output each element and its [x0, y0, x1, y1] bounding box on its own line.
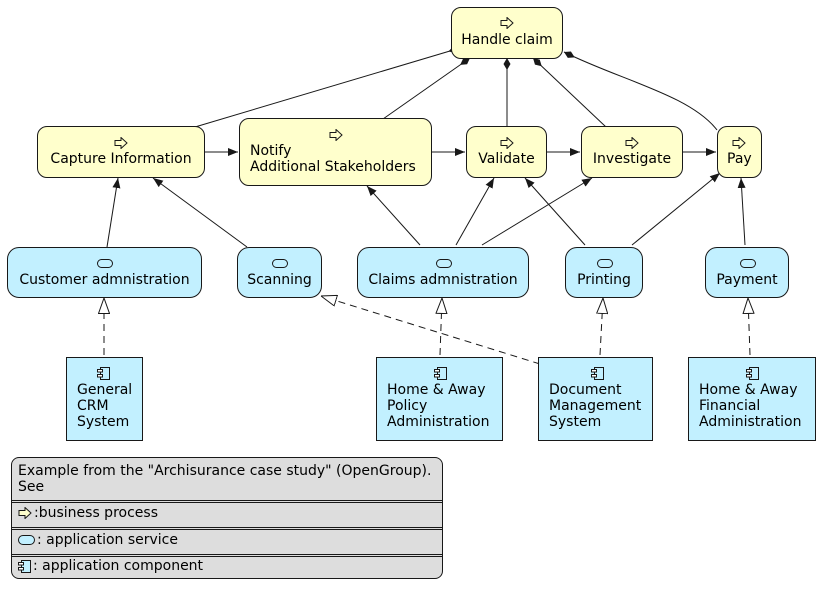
claims-administration-service[interactable]: Claims admnistration	[357, 247, 529, 298]
document-management-component[interactable]: Document Management System	[538, 357, 653, 441]
legend-divider	[12, 527, 442, 530]
process-arrow-icon	[329, 129, 343, 141]
composition-edge-notify	[382, 57, 471, 120]
component-icon	[18, 559, 31, 573]
process-arrow-icon	[625, 137, 639, 149]
payment-label: Payment	[716, 272, 778, 288]
investigate-label: Investigate	[592, 151, 672, 167]
realization-edge-financial	[748, 298, 750, 356]
serving-edge-claims-validate	[455, 177, 495, 246]
notify-stakeholders-process[interactable]: Notify Additional Stakeholders	[239, 118, 432, 186]
legend-title-row: Example from the "Archisurance case stud…	[12, 463, 442, 495]
serving-edge-scanning-capture	[152, 177, 248, 248]
customer-administration-service[interactable]: Customer admnistration	[7, 247, 202, 298]
process-arrow-icon	[732, 137, 746, 149]
process-arrow-icon	[114, 137, 128, 149]
realization-edge-document-printing	[600, 298, 603, 356]
realization-edge-document-scanning	[321, 296, 541, 365]
component-icon	[434, 367, 447, 380]
printing-service[interactable]: Printing	[565, 247, 643, 298]
service-pill-icon	[18, 535, 35, 545]
validate-label: Validate	[478, 151, 535, 167]
notify-label-line2: Additional Stakeholders	[250, 159, 416, 175]
general-crm-line3: System	[77, 414, 130, 430]
handle-claim-process[interactable]: Handle claim	[451, 7, 563, 59]
serving-edge-printing-pay	[631, 172, 721, 246]
scanning-service[interactable]: Scanning	[237, 247, 322, 298]
legend-application-service-label: : application service	[37, 532, 178, 548]
document-mgmt-line3: System	[549, 414, 602, 430]
investigate-process[interactable]: Investigate	[581, 126, 683, 178]
validate-process[interactable]: Validate	[466, 126, 547, 178]
payment-service[interactable]: Payment	[705, 247, 789, 298]
legend-divider	[12, 500, 442, 503]
legend: Example from the "Archisurance case stud…	[11, 457, 443, 579]
policy-admin-line2: Policy	[387, 398, 428, 414]
pay-process[interactable]: Pay	[717, 126, 762, 178]
realization-edge-policy	[440, 298, 442, 356]
general-crm-component[interactable]: General CRM System	[66, 357, 143, 441]
serving-edge-claims-notify	[366, 185, 421, 246]
policy-admin-line3: Administration	[387, 414, 490, 430]
customer-administration-label: Customer admnistration	[19, 272, 190, 288]
legend-business-process-row: :business process	[12, 505, 442, 521]
capture-information-label: Capture Information	[50, 151, 192, 167]
financial-administration-component[interactable]: Home & Away Financial Administration	[688, 357, 816, 441]
scanning-label: Scanning	[247, 272, 312, 288]
service-pill-icon	[740, 259, 756, 268]
component-icon	[97, 367, 110, 380]
composition-edge-pay	[563, 51, 718, 131]
general-crm-line2: CRM	[77, 398, 109, 414]
policy-administration-component[interactable]: Home & Away Policy Administration	[376, 357, 503, 441]
process-arrow-icon	[500, 137, 514, 149]
legend-divider	[12, 554, 442, 557]
component-icon	[746, 367, 759, 380]
serving-edge-customer-capture	[106, 177, 121, 248]
service-pill-icon	[97, 259, 113, 268]
service-pill-icon	[272, 259, 288, 268]
financial-admin-line1: Home & Away	[699, 382, 798, 398]
document-mgmt-line1: Document	[549, 382, 622, 398]
legend-application-component-row: : application component	[12, 558, 442, 574]
serving-edge-claims-investigate	[481, 177, 593, 246]
handle-claim-label: Handle claim	[461, 32, 553, 48]
notify-label-line1: Notify	[250, 143, 292, 159]
component-icon	[591, 367, 604, 380]
legend-title: Example from the "Archisurance case stud…	[18, 463, 432, 479]
policy-admin-line1: Home & Away	[387, 382, 486, 398]
legend-application-service-row: : application service	[12, 532, 442, 548]
general-crm-line1: General	[77, 382, 133, 398]
legend-application-component-label: : application component	[33, 558, 204, 574]
service-pill-icon	[597, 259, 613, 268]
document-mgmt-line2: Management	[549, 398, 642, 414]
process-arrow-icon	[500, 17, 514, 29]
composition-edge-capture	[194, 46, 461, 128]
composition-edge-investigate	[532, 57, 607, 128]
printing-label: Printing	[577, 272, 631, 288]
process-arrow-icon	[18, 507, 32, 519]
serving-edge-printing-validate	[524, 177, 586, 246]
service-pill-icon	[436, 259, 452, 268]
capture-information-process[interactable]: Capture Information	[37, 126, 205, 178]
pay-label: Pay	[727, 151, 752, 167]
financial-admin-line3: Administration	[699, 414, 802, 430]
financial-admin-line2: Financial	[699, 398, 761, 414]
legend-see: See	[18, 479, 45, 495]
legend-business-process-label: :business process	[34, 505, 158, 521]
claims-administration-label: Claims admnistration	[368, 272, 518, 288]
serving-edge-payment-pay	[737, 177, 746, 246]
